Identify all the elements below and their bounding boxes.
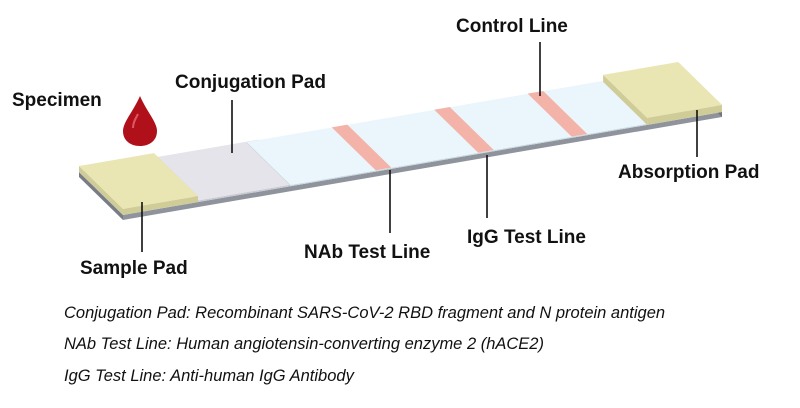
label-conjugation-pad: Conjugation Pad xyxy=(175,72,326,93)
igg-test-line xyxy=(434,107,494,153)
caption-igg: IgG Test Line: Anti-human IgG Antibody xyxy=(64,367,354,385)
blood-drop-icon xyxy=(123,96,157,146)
caption-conjugation: Conjugation Pad: Recombinant SARS-CoV-2 … xyxy=(64,304,666,322)
leader-lines xyxy=(141,42,698,252)
membrane xyxy=(246,80,651,186)
sample-pad xyxy=(79,153,198,209)
absorption-pad-start-side xyxy=(603,74,648,125)
label-control-line: Control Line xyxy=(456,16,568,37)
conjugation-pad-front-side xyxy=(188,182,303,204)
control-line xyxy=(527,90,588,137)
strip-base-start xyxy=(79,172,123,220)
caption-nab: NAb Test Line: Human angiotensin-convert… xyxy=(64,335,544,353)
label-sample-pad: Sample Pad xyxy=(80,258,188,279)
sample-pad-start-side xyxy=(79,166,123,215)
absorption-pad-front-side xyxy=(647,105,722,125)
membrane-start-side xyxy=(246,142,291,187)
label-igg-test-line: IgG Test Line xyxy=(467,227,586,248)
label-absorption-pad: Absorption Pad xyxy=(618,162,760,183)
absorption-pad xyxy=(603,62,722,118)
membrane-front-side xyxy=(290,123,651,187)
blood-drop-highlight xyxy=(132,113,139,129)
nab-test-line xyxy=(331,124,392,171)
label-specimen: Specimen xyxy=(12,90,102,111)
label-nab-test-line: NAb Test Line xyxy=(304,242,431,263)
strip-base-front xyxy=(123,112,722,220)
